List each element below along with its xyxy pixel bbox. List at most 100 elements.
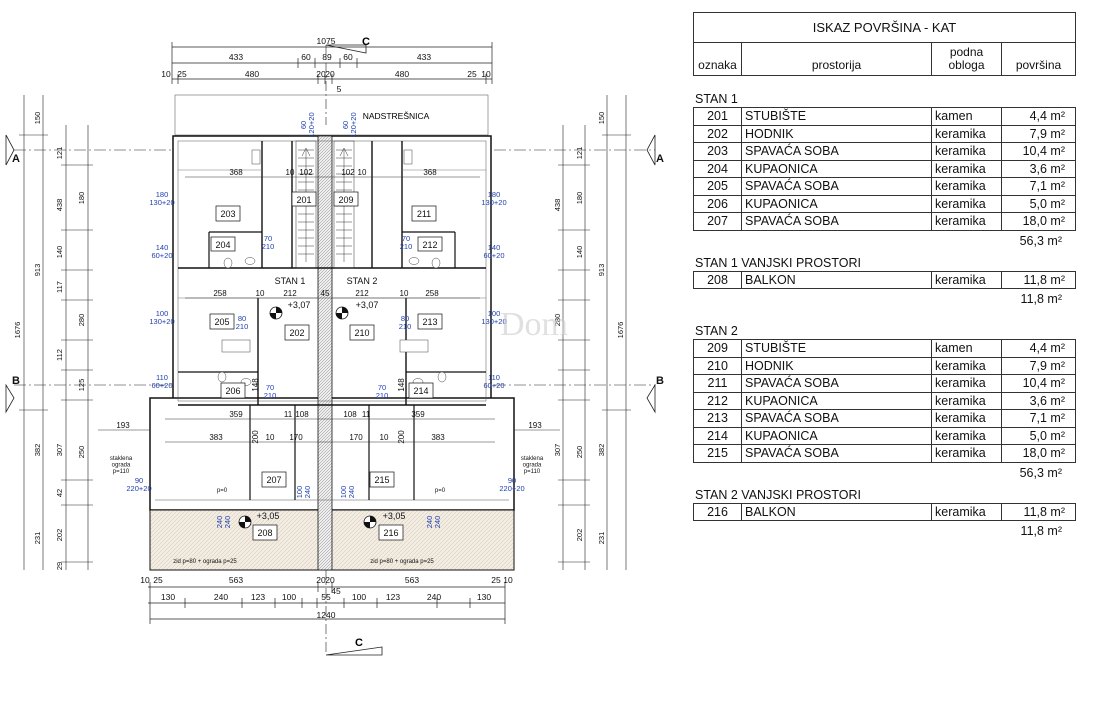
cell-room: HODNIK	[742, 357, 932, 374]
dim-text: 10	[161, 69, 171, 79]
dim-text: 130	[161, 592, 175, 602]
dim-text: 150	[33, 112, 42, 125]
window-height: 220+20	[126, 484, 151, 493]
cell-floor: kamen	[932, 108, 1002, 125]
section-c-label: C	[355, 637, 363, 649]
cell-floor: keramika	[932, 143, 1002, 160]
dim-text: 180	[77, 192, 86, 205]
dim-text: 10	[481, 69, 491, 79]
window-width: 90	[135, 476, 143, 485]
dim-text: 1676	[13, 322, 22, 339]
window-height: 130+20	[481, 317, 506, 326]
section-a-right-label: A	[656, 153, 664, 165]
room-tag-205: 205	[214, 317, 229, 327]
room-tags: 203 204 201 205 202 206 207 208 211 212 …	[209, 191, 443, 541]
dim-text: 10	[503, 575, 513, 585]
dim-text: 25	[467, 69, 477, 79]
group-total: 56,3 m²	[1019, 233, 1062, 248]
cell-room: HODNIK	[742, 125, 932, 142]
dim-text: 383	[209, 433, 223, 442]
watermark-logo: Dom	[500, 306, 568, 343]
dim-text: 10	[140, 575, 150, 585]
room-tag-202: 202	[289, 328, 304, 338]
dim-text: 10	[266, 433, 275, 442]
dim-text: 140	[575, 246, 584, 259]
dim-text: 1676	[616, 322, 625, 339]
cell-code: 205	[694, 178, 742, 195]
window-height: 220+20	[499, 484, 524, 493]
cell-room: BALKON	[742, 271, 932, 288]
window-height: 130+20	[481, 198, 506, 207]
group-total: 56,3 m²	[1019, 465, 1062, 480]
dim-text: 307	[55, 444, 64, 457]
dim-text: 5	[337, 84, 342, 94]
cell-floor: keramika	[932, 375, 1002, 392]
window-width: 180	[156, 190, 169, 199]
cell-code: 207	[694, 213, 742, 230]
level-symbols	[238, 306, 377, 529]
balcony-wall-note: zid p=80 + ograda p=25	[173, 559, 237, 565]
section-c-bottom-marker: C	[325, 570, 383, 656]
dim-text: 480	[395, 69, 409, 79]
dim-text: 212	[355, 289, 369, 298]
room-tag-206: 206	[225, 386, 240, 396]
window-height: 60+20	[151, 381, 172, 390]
dim-text: 100	[352, 592, 366, 602]
room-tag-203: 203	[220, 209, 235, 219]
dim-text: 117	[55, 281, 64, 293]
dim-text: 170	[349, 433, 363, 442]
door-height: 240	[347, 486, 356, 499]
cell-floor: keramika	[932, 410, 1002, 427]
cell-code: 213	[694, 410, 742, 427]
dim-text: 123	[386, 592, 400, 602]
dim-text: 307	[553, 444, 562, 457]
door-height: 240	[433, 516, 442, 529]
dim-text: 250	[575, 446, 584, 459]
dim-text: 45	[321, 289, 330, 298]
dim-text: 200	[251, 430, 260, 444]
dim-text: 150	[597, 112, 606, 125]
cell-room: KUPAONICA	[742, 160, 932, 177]
door-width: 100	[339, 486, 348, 499]
apartment-label-stan2: STAN 2	[347, 276, 378, 286]
cell-floor: kamen	[932, 340, 1002, 357]
dim-text: 100	[282, 592, 296, 602]
dim-text: 60	[301, 52, 311, 62]
dim-text: 563	[405, 575, 419, 585]
dim-text: 258	[425, 289, 439, 298]
window-width: 90	[508, 476, 516, 485]
dim-text: 231	[597, 532, 606, 545]
window-width: 140	[156, 243, 169, 252]
door-height: 210	[376, 391, 389, 400]
cell-room: BALKON	[742, 503, 932, 520]
group-title: STAN 1 VANJSKI PROSTORI	[695, 255, 862, 270]
dim-text: 280	[77, 314, 86, 327]
dim-text: 180	[575, 192, 584, 205]
window-width: 140	[488, 243, 501, 252]
dim-text: 563	[229, 575, 243, 585]
cell-floor: keramika	[932, 271, 1002, 288]
dim-text: 108	[343, 410, 357, 419]
dim-overall-top: 1075	[317, 36, 336, 46]
dim-text: 193	[528, 421, 542, 430]
door-width: 80	[238, 314, 246, 323]
dim-text: 250	[77, 446, 86, 459]
dim-text: 60	[343, 52, 353, 62]
dim-text: 212	[283, 289, 297, 298]
door-height: 210	[262, 242, 275, 251]
canopy-outline	[174, 94, 489, 136]
floor-plan-drawing: 1075 433 60 89 60 433 10 25 480 20 20 48…	[5, 36, 664, 656]
dim-text: 382	[597, 444, 606, 457]
cell-room: STUBIŠTE	[742, 108, 932, 125]
dim-text: 148	[251, 378, 260, 392]
group-title: STAN 1	[695, 92, 738, 106]
room-tag-213: 213	[422, 317, 437, 327]
window-width: 100	[488, 309, 501, 318]
cell-floor: keramika	[932, 213, 1002, 230]
dim-text: 25	[177, 69, 187, 79]
